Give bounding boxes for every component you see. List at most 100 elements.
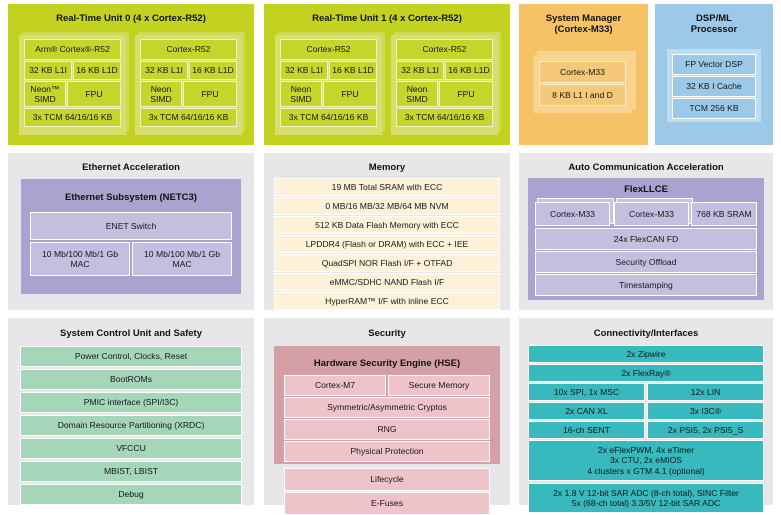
security-efuses: E-Fuses xyxy=(284,492,490,515)
system-control-item-0: Power Control, Clocks, Reset xyxy=(20,346,242,367)
panel-system-control-unit-and-safety: System Control Unit and Safety Power Con… xyxy=(8,318,254,505)
memory-item-5: eMMC/SDHC NAND Flash I/F xyxy=(274,273,500,291)
flexllce-sram: 768 KB SRAM xyxy=(691,202,757,226)
rtu1-core-1-simd: Neon SIMD xyxy=(396,81,438,107)
panel-real-time-unit-1: Real-Time Unit 1 (4 x Cortex-R52) Cortex… xyxy=(264,4,510,145)
flexllce-title: FlexLLCE xyxy=(624,184,668,195)
dsp-ml-item-1: 32 KB I Cache xyxy=(672,76,756,97)
connectivity-lin: 12x LIN xyxy=(647,383,764,401)
flexllce-row-0: 24x FlexCAN FD xyxy=(535,228,757,250)
panel-ethernet-acceleration: Ethernet Acceleration Ethernet Subsystem… xyxy=(8,153,254,310)
rtu0-core-0-l1i: 32 KB L1I xyxy=(24,61,72,80)
flexllce-cortex-1-wrap: Cortex-M33 xyxy=(614,198,693,226)
system-control-item-6: Debug xyxy=(20,484,242,505)
rtu0-core-0-tcm: 3x TCM 64/16/16 KB xyxy=(24,108,121,127)
system-control-title: System Control Unit and Safety xyxy=(60,328,202,339)
rtu1-title: Real-Time Unit 1 (4 x Cortex-R52) xyxy=(312,13,462,24)
flexllce-subsystem: FlexLLCE Cortex-M33 Cortex-M33 768 KB SR… xyxy=(528,178,764,300)
hse-secure-memory: Secure Memory xyxy=(388,375,490,396)
ethernet-subsystem: Ethernet Subsystem (NETC3) ENET Switch 1… xyxy=(21,179,241,294)
dsp-ml-item-2: TCM 256 KB xyxy=(672,98,756,119)
rtu0-core-1: Cortex-R52 32 KB L1I 16 KB L1D Neon SIMD… xyxy=(135,32,245,135)
hse-cortex-m7: Cortex-M7 xyxy=(284,375,386,396)
memory-item-6: HyperRAM™ I/F with inline ECC xyxy=(274,292,500,310)
panel-security: Security Hardware Security Engine (HSE) … xyxy=(264,318,510,515)
rtu1-core-0: Cortex-R52 32 KB L1I 16 KB L1D Neon SIMD… xyxy=(275,32,385,135)
rtu1-core-1-fpu: FPU xyxy=(439,81,493,107)
memory-item-1: 0 MB/16 MB/32 MB/64 MB NVM xyxy=(274,197,500,215)
ethernet-mac-1: 10 Mb/100 Mb/1 Gb MAC xyxy=(132,242,232,276)
rtu1-core-0-l1d: 16 KB L1D xyxy=(329,61,377,80)
flexllce-cortex-1: Cortex-M33 xyxy=(614,202,689,226)
connectivity-flexray: 2x FlexRay® xyxy=(528,364,764,382)
memory-item-2: 512 KB Data Flash Memory with ECC xyxy=(274,216,500,234)
dsp-ml-item-0: FP Vector DSP xyxy=(672,54,756,75)
rtu0-core-1-l1i: 32 KB L1I xyxy=(140,61,188,80)
hse-item-0: Symmetric/Asymmetric Cryptos xyxy=(284,397,490,418)
security-title: Security xyxy=(368,328,406,339)
connectivity-title: Connectivity/Interfaces xyxy=(593,328,699,339)
ethernet-mac-0: 10 Mb/100 Mb/1 Gb MAC xyxy=(30,242,130,276)
flexllce-row-2: Timestamping xyxy=(535,274,757,296)
hse-item-1: RNG xyxy=(284,419,490,440)
panel-connectivity-interfaces: Connectivity/Interfaces 2x Zipwire 2x Fl… xyxy=(519,318,773,513)
rtu1-core-1-name: Cortex-R52 xyxy=(396,39,493,60)
rtu0-core-0: Arm® Cortex®-R52 32 KB L1I 16 KB L1D Neo… xyxy=(19,32,129,135)
ethernet-subsystem-title: Ethernet Subsystem (NETC3) xyxy=(65,192,197,203)
rtu1-core-0-name: Cortex-R52 xyxy=(280,39,377,60)
rtu0-title: Real-Time Unit 0 (4 x Cortex-R52) xyxy=(56,13,206,24)
system-control-item-4: VFCCU xyxy=(20,438,242,459)
connectivity-psi5: 2x PSI5, 2x PSI5_S xyxy=(647,421,764,439)
flexllce-row-1: Security Offload xyxy=(535,251,757,273)
rtu1-core-1-tcm: 3x TCM 64/16/16 KB xyxy=(396,108,493,127)
panel-auto-communication-acceleration: Auto Communication Acceleration FlexLLCE… xyxy=(519,153,773,310)
rtu0-core-1-tcm: 3x TCM 64/16/16 KB xyxy=(140,108,237,127)
connectivity-i3c: 3x I3C® xyxy=(647,402,764,420)
ethernet-title: Ethernet Acceleration xyxy=(82,162,180,173)
memory-item-3: LPDDR4 (Flash or DRAM) with ECC + IEE xyxy=(274,235,500,253)
system-manager-item-1: 8 KB L1 I and D xyxy=(539,84,626,106)
connectivity-zipwire: 2x Zipwire xyxy=(528,345,764,363)
system-manager-title: System Manager (Cortex-M33) xyxy=(545,13,622,35)
rtu0-core-1-fpu: FPU xyxy=(183,81,237,107)
connectivity-timer-block: 2x eFlexPWM, 4x eTimer 3x CTU, 2x eMIOS … xyxy=(528,440,764,481)
rtu0-core-0-name: Arm® Cortex®-R52 xyxy=(24,39,121,60)
enet-switch: ENET Switch xyxy=(30,212,232,240)
rtu0-core-0-simd: Neon™ SIMD xyxy=(24,81,66,107)
rtu1-core-0-tcm: 3x TCM 64/16/16 KB xyxy=(280,108,377,127)
hse-title: Hardware Security Engine (HSE) xyxy=(313,358,461,369)
connectivity-spi-msc: 10x SPI, 1x MSC xyxy=(528,383,645,401)
dsp-ml-title: DSP/ML Processor xyxy=(690,13,738,35)
rtu1-core-1-l1d: 16 KB L1D xyxy=(445,61,493,80)
system-control-item-5: MBIST, LBIST xyxy=(20,461,242,482)
hardware-security-engine: Hardware Security Engine (HSE) Cortex-M7… xyxy=(274,346,500,464)
rtu0-core-1-simd: Neon SIMD xyxy=(140,81,182,107)
connectivity-can-xl: 2x CAN XL xyxy=(528,402,645,420)
system-control-item-1: BootROMs xyxy=(20,369,242,390)
security-lifecycle: Lifecycle xyxy=(284,468,490,491)
panel-memory: Memory 19 MB Total SRAM with ECC 0 MB/16… xyxy=(264,153,510,310)
rtu1-core-1-l1i: 32 KB L1I xyxy=(396,61,444,80)
system-manager-item-0: Cortex-M33 xyxy=(539,61,626,83)
connectivity-sent: 16-ch SENT xyxy=(528,421,645,439)
memory-item-0: 19 MB Total SRAM with ECC xyxy=(274,178,500,196)
connectivity-adc-block: 2x 1.8 V 12-bit SAR ADC (8-ch total), SI… xyxy=(528,483,764,513)
memory-item-4: QuadSPI NOR Flash I/F + OTFAD xyxy=(274,254,500,272)
rtu0-core-1-l1d: 16 KB L1D xyxy=(189,61,237,80)
system-manager-core-group: Cortex-M33 8 KB L1 I and D xyxy=(533,51,636,113)
rtu1-core-0-fpu: FPU xyxy=(323,81,377,107)
system-control-item-2: PMIC interface (SPI/I3C) xyxy=(20,392,242,413)
memory-title: Memory xyxy=(368,162,406,173)
panel-real-time-unit-0: Real-Time Unit 0 (4 x Cortex-R52) Arm® C… xyxy=(8,4,254,145)
rtu0-core-0-fpu: FPU xyxy=(67,81,121,107)
rtu1-core-0-simd: Neon SIMD xyxy=(280,81,322,107)
flexllce-cortex-0-wrap: Cortex-M33 xyxy=(535,198,614,226)
rtu0-core-0-l1d: 16 KB L1D xyxy=(73,61,121,80)
rtu1-core-0-l1i: 32 KB L1I xyxy=(280,61,328,80)
rtu1-core-1: Cortex-R52 32 KB L1I 16 KB L1D Neon SIMD… xyxy=(391,32,501,135)
flexllce-cortex-0: Cortex-M33 xyxy=(535,202,610,226)
rtu0-core-1-name: Cortex-R52 xyxy=(140,39,237,60)
panel-dsp-ml-processor: DSP/ML Processor FP Vector DSP 32 KB I C… xyxy=(655,4,773,145)
auto-comm-title: Auto Communication Acceleration xyxy=(568,162,724,173)
panel-system-manager: System Manager (Cortex-M33) Cortex-M33 8… xyxy=(519,4,648,145)
